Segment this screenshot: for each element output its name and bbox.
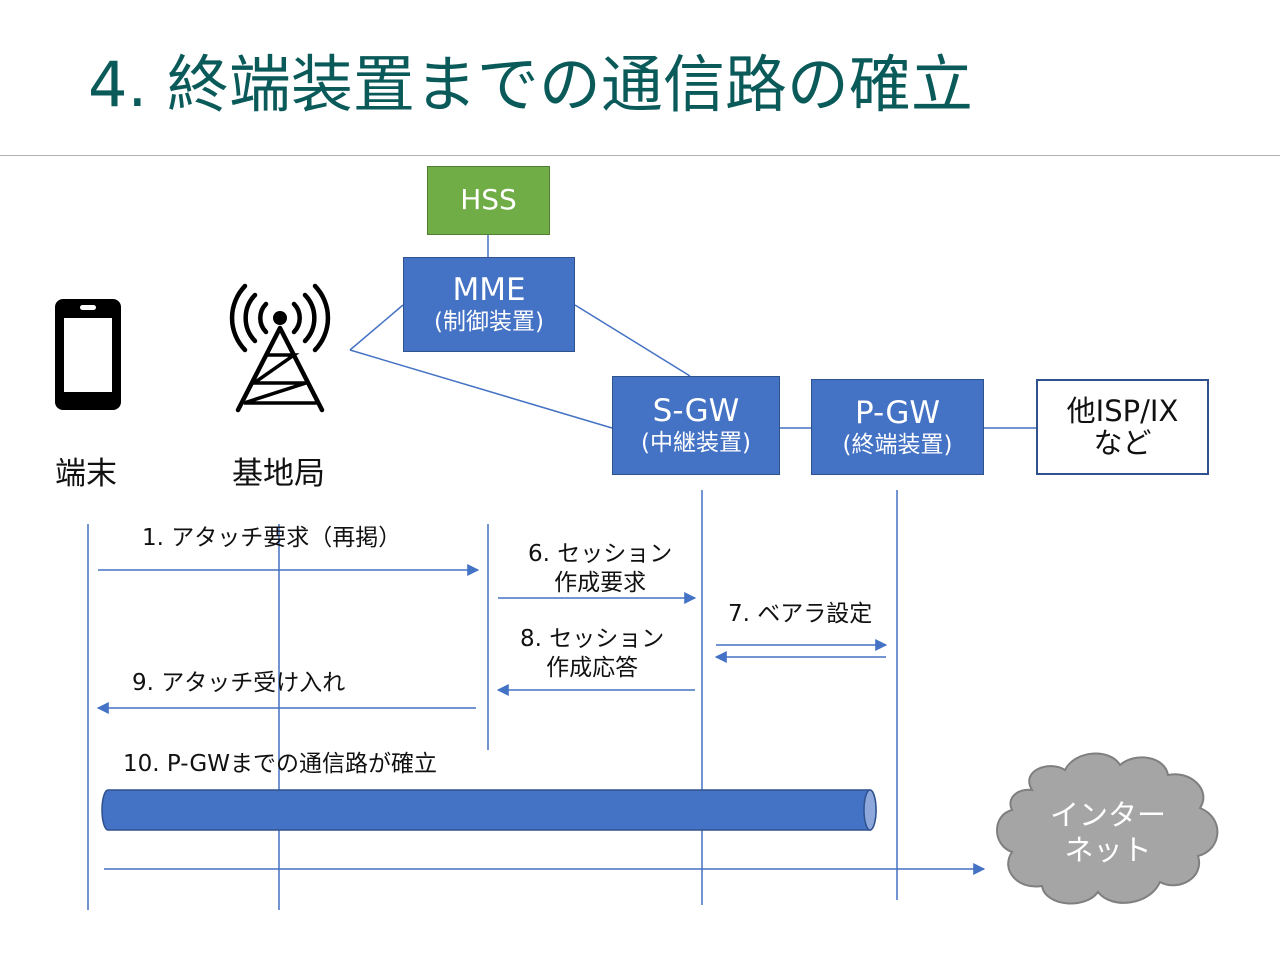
msg-create-session-response-line1: 8. セッション bbox=[520, 626, 665, 652]
isp-line2: など bbox=[1093, 426, 1152, 460]
hss-label: HSS bbox=[460, 183, 517, 217]
hss-node: HSS bbox=[427, 166, 550, 235]
msg-bearer-setup: 7. ベアラ設定 bbox=[728, 601, 873, 627]
title-divider bbox=[0, 155, 1280, 156]
msg-create-session-request-line2: 作成要求 bbox=[554, 569, 647, 596]
internet-line2: ネット bbox=[1064, 833, 1152, 868]
bearer-tunnel-pipe bbox=[101, 789, 877, 831]
pgw-sublabel: (終端装置) bbox=[842, 431, 953, 458]
mme-sublabel: (制御装置) bbox=[434, 309, 544, 336]
msg-attach-accept: 9. アタッチ受け入れ bbox=[132, 670, 346, 696]
sgw-node: S-GW (中継装置) bbox=[612, 376, 780, 475]
mme-sgw-link bbox=[574, 304, 691, 377]
msg-create-session-response-line2: 作成応答 bbox=[546, 654, 639, 681]
slide-title: 4. 終端装置までの通信路の確立 bbox=[88, 48, 973, 121]
msg-path-established: 10. P-GWまでの通信路が確立 bbox=[123, 751, 437, 777]
cell-tower-icon bbox=[229, 283, 331, 413]
internet-cloud bbox=[996, 752, 1219, 905]
internet-label: インター ネット bbox=[1028, 798, 1188, 869]
mme-base-link bbox=[349, 304, 404, 351]
pgw-label: P-GW bbox=[854, 394, 940, 431]
sgw-sublabel: (中継装置) bbox=[641, 430, 751, 457]
isp-line1: 他ISP/IX bbox=[1066, 393, 1179, 428]
sgw-label: S-GW bbox=[652, 393, 740, 430]
internet-line1: インター bbox=[1049, 798, 1166, 832]
smartphone-icon bbox=[55, 299, 121, 410]
msg-attach-request: 1. アタッチ要求（再掲） bbox=[142, 525, 402, 551]
isp-ix-node: 他ISP/IX など bbox=[1036, 379, 1209, 475]
base-station-label: 基地局 bbox=[232, 456, 325, 492]
terminal-label: 端末 bbox=[55, 456, 117, 492]
msg-create-session-request-line1: 6. セッション bbox=[528, 541, 673, 567]
msg-create-session-request: 6. セッション 作成要求 bbox=[528, 540, 672, 598]
mme-label: MME bbox=[452, 272, 526, 309]
base-sgw-link bbox=[349, 349, 613, 429]
msg-create-session-response: 8. セッション 作成応答 bbox=[520, 625, 664, 683]
pgw-node: P-GW (終端装置) bbox=[811, 379, 984, 475]
mme-node: MME (制御装置) bbox=[403, 257, 575, 352]
